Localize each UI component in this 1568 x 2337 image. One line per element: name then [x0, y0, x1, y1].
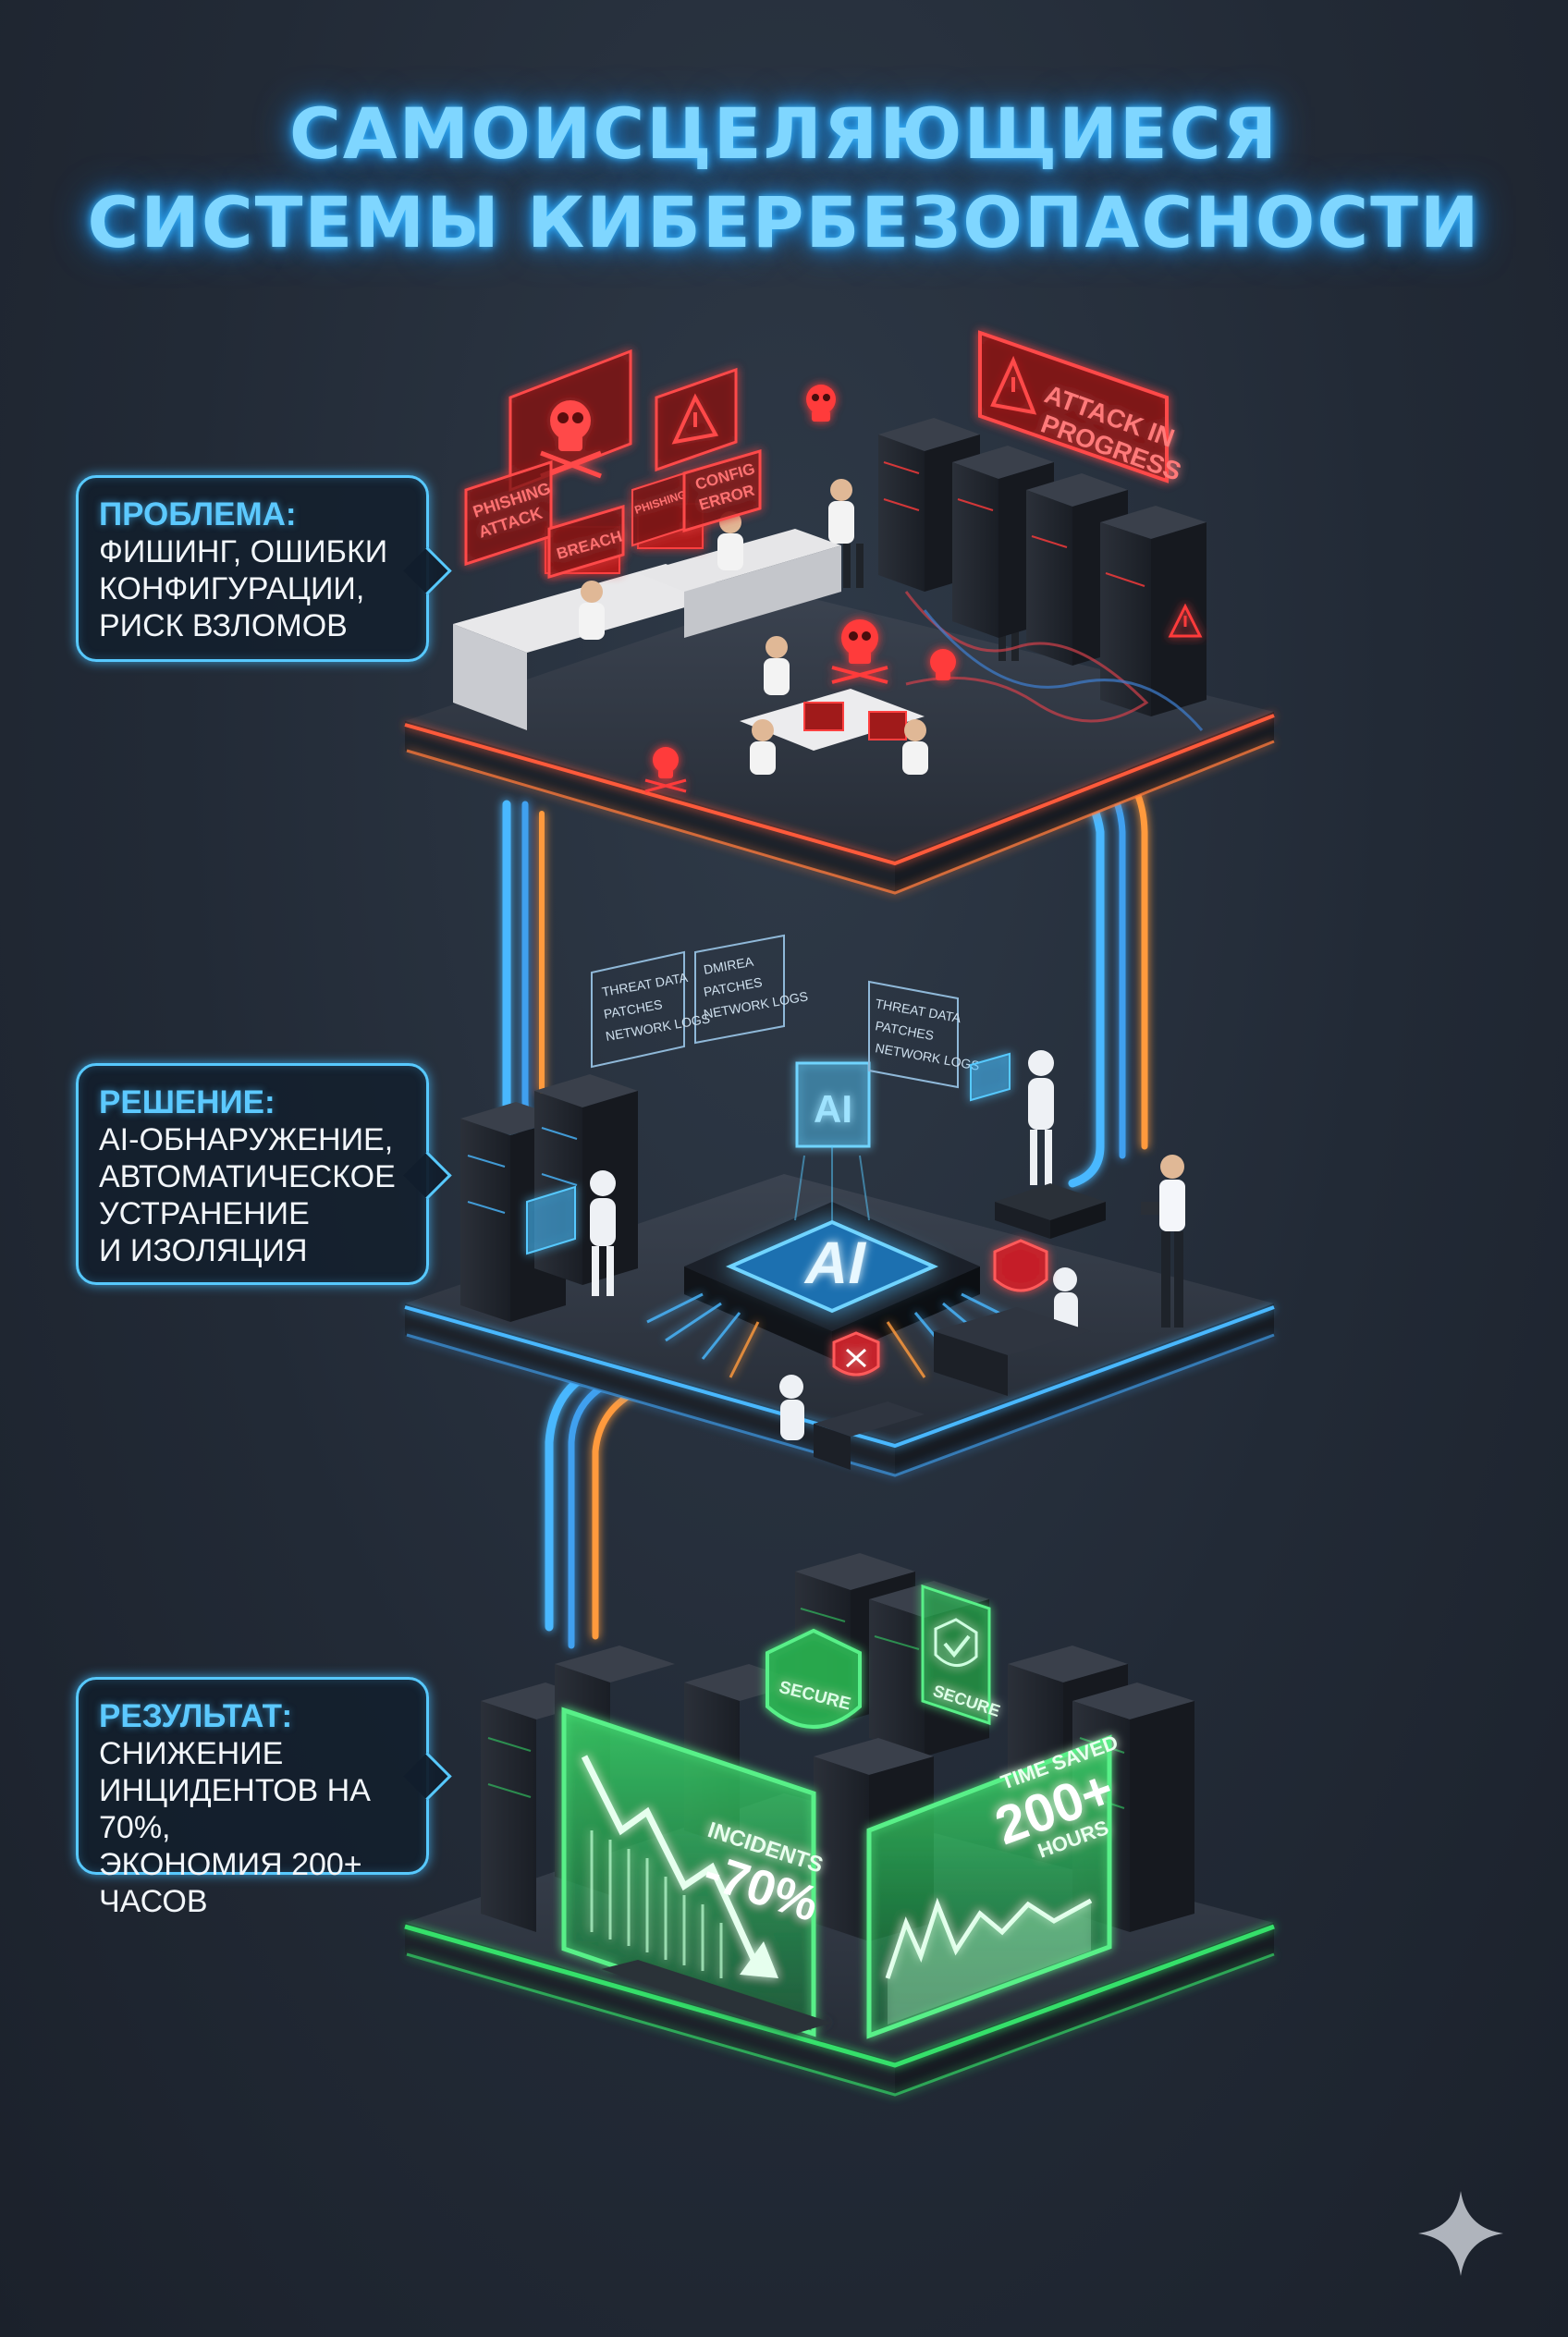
panel-right-line3: NETWORK LOGS — [874, 1040, 980, 1073]
holo-label: AI — [814, 1087, 852, 1131]
callout-problem: ПРОБЛЕМА: ФИШИНГ, ОШИБКИ КОНФИГУРАЦИИ, Р… — [76, 475, 452, 662]
callout-line: И ИЗОЛЯЦИЯ — [99, 1233, 308, 1268]
panel-left-line2: PATCHES — [603, 997, 664, 1022]
callout-line: ФИШИНГ, ОШИБКИ — [99, 534, 388, 569]
callout-result: РЕЗУЛЬТАТ: СНИЖЕНИЕ ИНЦИДЕНТОВ НА 70%, Э… — [76, 1677, 452, 1919]
callout-line: ЭКОНОМИЯ 200+ ЧАСОВ — [99, 1847, 362, 1919]
ai-chip-icon: AI — [646, 1202, 1018, 1378]
callout-solution: РЕШЕНИЕ: AI-ОБНАРУЖЕНИЕ, АВТОМАТИЧЕСКОЕ … — [76, 1063, 452, 1285]
result-platform: SECURE SECURE — [404, 1553, 1275, 2097]
shield-check-icon: SECURE — [766, 1628, 862, 1729]
callout-line: СНИЖЕНИЕ — [99, 1736, 284, 1771]
solution-platform: AI AI — [404, 934, 1275, 1477]
panel-left-line1: THREAT DATA — [601, 970, 690, 999]
shield-check-icon — [934, 1618, 978, 1667]
skull-icon — [540, 400, 602, 479]
warning-triangle-icon — [990, 355, 1037, 415]
skull-icon — [930, 649, 956, 680]
chip-label: AI — [800, 1230, 873, 1296]
sparkle-icon — [1418, 2191, 1503, 2276]
title-line-2: СИСТЕМЫ КИБЕРБЕЗОПАСНОСТИ — [87, 181, 1481, 263]
problem-platform — [404, 418, 1275, 895]
panel-mid-line1: DMIREA — [703, 954, 755, 977]
panel-right-line2: PATCHES — [874, 1018, 935, 1043]
incidents-chart: INCIDENTS -70% — [561, 1707, 832, 2037]
panel-mid-line2: PATCHES — [703, 974, 764, 999]
warning-triangle-icon — [1168, 603, 1203, 638]
warning-triangle-icon — [671, 393, 719, 445]
skull-icon — [644, 747, 687, 793]
callout-line: УСТРАНЕНИЕ — [99, 1196, 310, 1231]
callout-line: AI-ОБНАРУЖЕНИЕ, — [99, 1122, 394, 1157]
skull-icon — [831, 619, 888, 684]
callout-line: ИНЦИДЕНТОВ НА 70%, — [99, 1773, 371, 1845]
title-line-1: САМОИСЦЕЛЯЮЩИЕСЯ — [288, 92, 1280, 175]
skull-icon — [806, 385, 836, 422]
callout-line: АВТОМАТИЧЕСКОЕ — [99, 1159, 396, 1194]
callout-heading: ПРОБЛЕМА: — [99, 496, 297, 532]
callout-heading: РЕЗУЛЬТАТ: — [99, 1698, 293, 1734]
callout-line: РИСК ВЗЛОМОВ — [99, 608, 348, 643]
callout-line: КОНФИГУРАЦИИ, — [99, 571, 365, 606]
callout-heading: РЕШЕНИЕ: — [99, 1084, 276, 1120]
